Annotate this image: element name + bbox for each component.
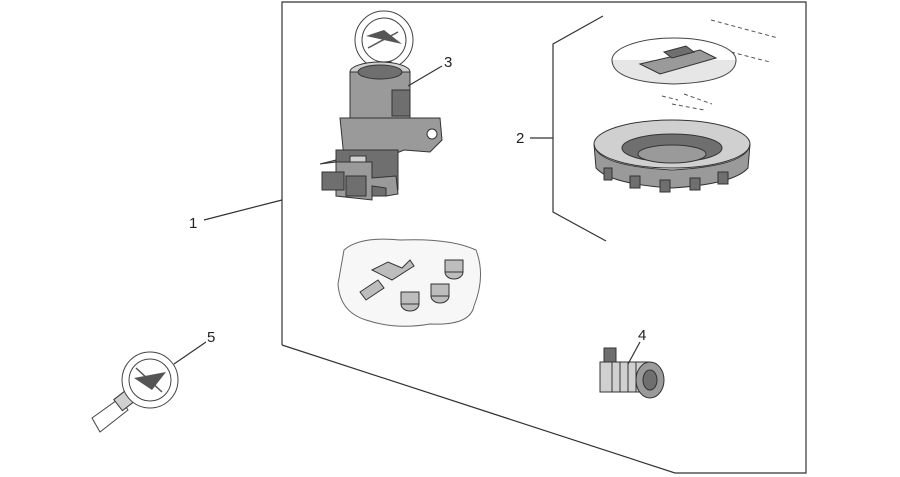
- spare-key: [91, 351, 179, 433]
- callout-4: 4: [638, 327, 646, 344]
- hardware-bag: [337, 238, 481, 327]
- seat-lock: [599, 347, 665, 399]
- callout-3: 3: [444, 54, 452, 71]
- leader-line-1: [203, 199, 283, 221]
- fuel-cap-group-bracket: [552, 15, 607, 242]
- leader-line-4: [627, 341, 641, 365]
- ignition-switch: [319, 10, 443, 201]
- kit-boundary-frame: [281, 1, 807, 474]
- leader-line-5: [173, 341, 207, 365]
- fuel-cap: [593, 19, 779, 193]
- callout-5: 5: [207, 329, 215, 346]
- leader-line-3: [407, 65, 443, 87]
- callout-2: 2: [516, 130, 524, 147]
- callout-1: 1: [189, 215, 197, 232]
